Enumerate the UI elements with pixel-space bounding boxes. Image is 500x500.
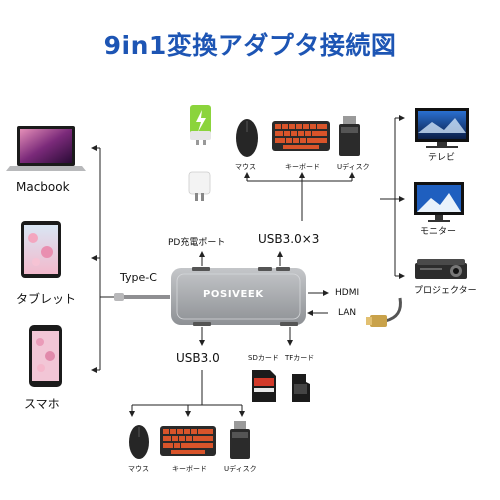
left-device-label-smartphone: スマホ	[24, 397, 60, 411]
port-label-sd: SDカード	[248, 354, 279, 362]
top-connector-lines	[244, 172, 355, 221]
bottom-connector-lines	[129, 370, 245, 417]
lan-cable-icon	[366, 297, 402, 327]
tv-icon	[415, 108, 469, 148]
keyboard-icon	[272, 121, 330, 151]
tf-card-icon	[292, 374, 310, 402]
top-accessory-label-mouse: マウス	[235, 163, 256, 171]
left-device-label-tablet: タブレット	[16, 292, 77, 306]
type-c-cable-icon	[114, 293, 170, 301]
top-accessory-label-usb-drive: Uディスク	[337, 163, 370, 171]
power-plug-icon	[188, 171, 211, 201]
left-connector-lines	[91, 145, 118, 373]
monitor-icon	[414, 182, 464, 222]
charger-icon	[190, 105, 211, 145]
port-label-hdmi: HDMI	[335, 288, 360, 298]
port-label-tf: TFカード	[285, 354, 315, 362]
keyboard-icon	[160, 426, 216, 456]
usb-drive-icon	[339, 116, 360, 156]
port-label-usb-bottom: USB3.0	[176, 351, 220, 365]
hub-port-arrows	[199, 251, 329, 346]
top-accessory-label-keyboard: キーボード	[285, 163, 320, 171]
bottom-accessory-label-keyboard: キーボード	[172, 465, 207, 473]
projector-icon	[415, 259, 467, 279]
bottom-accessory-label-usb-drive: Uディスク	[224, 465, 257, 473]
smartphone-icon	[29, 325, 62, 387]
port-label-type-c: Type-C	[120, 271, 157, 284]
bottom-accessory-label-mouse: マウス	[128, 465, 149, 473]
left-device-label-macbook: Macbook	[16, 180, 70, 194]
right-device-label-monitor: モニター	[420, 227, 457, 237]
tablet-icon	[21, 221, 61, 278]
page-title: 9in1変換アダプタ接続図	[103, 31, 397, 60]
mouse-icon	[236, 119, 258, 157]
usb-hub-device	[171, 267, 306, 326]
laptop-icon	[6, 126, 86, 171]
right-device-label-tv: テレビ	[428, 153, 456, 163]
mouse-icon	[129, 425, 149, 459]
right-device-label-projector: プロジェクター	[414, 286, 477, 296]
hub-brand-label: POSIVEEK	[203, 289, 264, 300]
port-label-lan: LAN	[338, 308, 357, 318]
port-label-usb-top: USB3.0×3	[258, 232, 320, 246]
right-connector-lines	[380, 115, 405, 279]
port-label-pd: PD充電ポート	[168, 238, 226, 248]
usb-drive-icon	[230, 421, 250, 459]
sd-card-icon	[252, 370, 276, 402]
